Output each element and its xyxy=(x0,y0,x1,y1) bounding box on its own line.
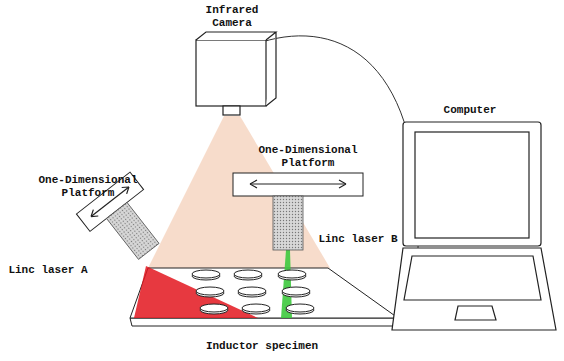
inductor xyxy=(196,287,224,295)
inductor-array xyxy=(192,270,314,314)
inductor xyxy=(286,304,314,312)
laptop-computer xyxy=(392,122,556,330)
camera-label: Infrared Camera xyxy=(196,4,268,30)
inductor xyxy=(192,270,220,278)
inductor xyxy=(238,287,266,295)
specimen-label: Inductor specimen xyxy=(192,340,332,353)
laser-label: Linc laser A xyxy=(3,264,93,277)
infrared-camera xyxy=(196,32,276,115)
inductor xyxy=(278,270,306,278)
platform-label: One-Dimensional Platform xyxy=(253,144,363,170)
inductor xyxy=(282,287,310,295)
inductor xyxy=(200,304,228,312)
platform-label: One-Dimensional Platform xyxy=(33,174,143,200)
inductor xyxy=(242,304,270,312)
inductor xyxy=(234,270,262,278)
computer-label: Computer xyxy=(430,104,510,117)
laser-label: Linc laser B xyxy=(313,233,403,246)
